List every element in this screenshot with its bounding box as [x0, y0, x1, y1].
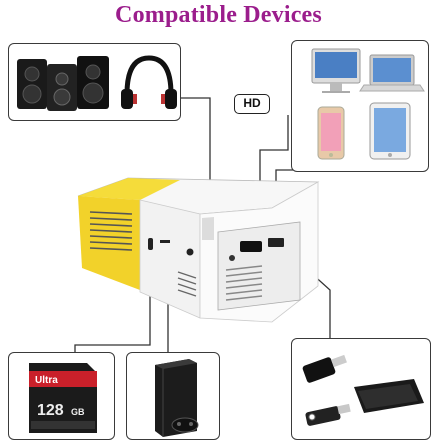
hd-badge: HD	[234, 94, 270, 114]
audio-illustration	[17, 55, 177, 111]
external-hard-drive-icon	[354, 379, 424, 413]
sd-card-icon: Ultra 128 GB	[29, 363, 97, 433]
headphones-icon	[121, 55, 177, 109]
sd-card-box: Ultra 128 GB	[8, 352, 115, 440]
sd-unit: GB	[71, 407, 85, 417]
sd-brand: Ultra	[35, 375, 58, 386]
imac-icon	[311, 48, 361, 93]
wireless-dongle-icon	[302, 354, 347, 383]
game-console-box	[126, 352, 220, 440]
projector	[77, 177, 320, 323]
display-devices-box	[291, 40, 429, 172]
audio-connector-line	[180, 97, 211, 205]
speakers-icon	[17, 56, 109, 111]
sd-connector-line	[74, 250, 151, 352]
smartphone-icon	[317, 106, 345, 160]
usb-flash-drive-icon	[305, 403, 351, 426]
page-title: Compatible Devices	[115, 2, 322, 28]
display-devices-illustration	[311, 48, 425, 160]
game-console-icon	[155, 359, 199, 437]
audio-devices-box	[8, 43, 181, 121]
laptop-icon	[359, 54, 425, 92]
sd-capacity: 128	[37, 402, 64, 419]
usb-devices-box	[291, 338, 431, 440]
usb-devices-illustration	[302, 354, 424, 426]
tablet-icon	[369, 102, 411, 160]
